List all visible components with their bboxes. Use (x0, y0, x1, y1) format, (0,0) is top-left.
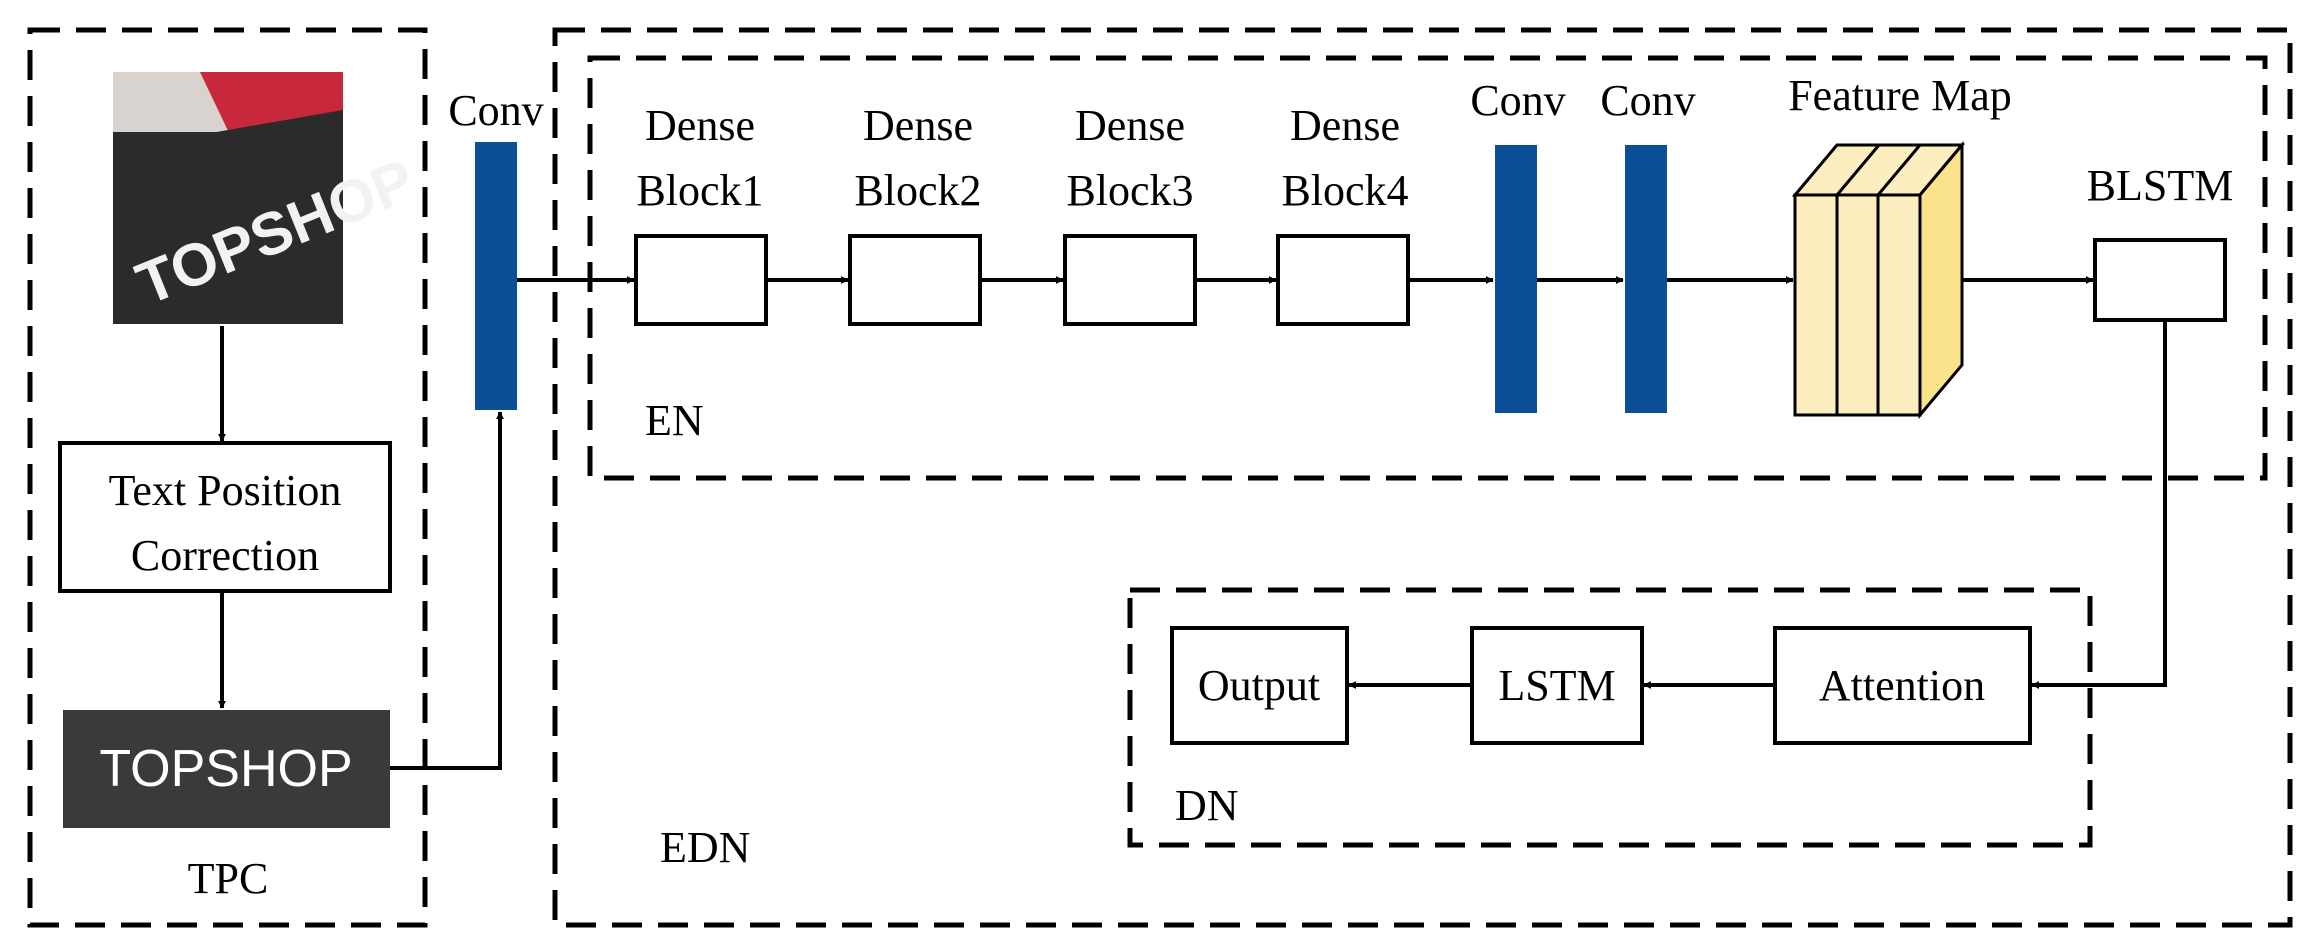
conv-bar-a (1495, 145, 1537, 413)
input-image: TOPSHOP (113, 72, 423, 324)
dense-block-1: Dense Block1 (634, 101, 768, 326)
dense-block-4-line2: Block4 (1281, 166, 1408, 215)
conv-a-label: Conv (1470, 76, 1565, 125)
arrow-blstm-to-attention (2031, 320, 2167, 689)
text-position-correction-box (58, 441, 392, 593)
dense-block-4-box (1276, 234, 1410, 326)
text-position-correction-line1: Text Position (109, 466, 342, 515)
text-position-correction-line2: Correction (131, 531, 319, 580)
corrected-text-image (63, 710, 390, 828)
conv-bar-b (1625, 145, 1667, 413)
corrected-text: TOPSHOP (99, 740, 352, 798)
dense-block-4: Dense Block4 (1276, 101, 1410, 326)
dense-block-1-line1: Dense (645, 101, 755, 150)
tpc-region (27, 27, 428, 928)
arrow-text-to-conv (390, 411, 504, 770)
dense-block-1-box (634, 234, 768, 326)
edn-region (552, 27, 2293, 928)
tpc-label: TPC (188, 854, 269, 903)
dense-block-3-line2: Block3 (1066, 166, 1193, 215)
dense-block-3-line1: Dense (1075, 101, 1185, 150)
conv-b-label: Conv (1600, 76, 1695, 125)
lstm-box (1470, 626, 1644, 745)
feature-map-label: Feature Map (1788, 71, 2012, 120)
attention-box (1773, 626, 2032, 745)
dense-block-3: Dense Block3 (1063, 101, 1197, 326)
dense-block-2: Dense Block2 (848, 101, 982, 326)
output-box (1170, 626, 1349, 745)
dn-region (1127, 587, 2093, 848)
conv-bar-first (475, 142, 517, 410)
dense-block-3-box (1063, 234, 1197, 326)
dense-block-2-line2: Block2 (854, 166, 981, 215)
en-label: EN (645, 396, 704, 445)
en-region (587, 55, 2268, 481)
dense-block-1-line2: Block1 (636, 166, 763, 215)
dense-block-2-box (848, 234, 982, 326)
output-label: Output (1198, 661, 1320, 710)
edn-label: EDN (660, 823, 750, 872)
blstm-label: BLSTM (2087, 161, 2234, 210)
dn-label: DN (1175, 781, 1239, 830)
lstm-label: LSTM (1498, 661, 1615, 710)
conv-first-label: Conv (448, 86, 543, 135)
feature-map (1791, 140, 1966, 420)
dense-block-2-line1: Dense (863, 101, 973, 150)
dense-block-4-line1: Dense (1290, 101, 1400, 150)
blstm-box (2093, 238, 2227, 322)
attention-label: Attention (1819, 661, 1985, 710)
